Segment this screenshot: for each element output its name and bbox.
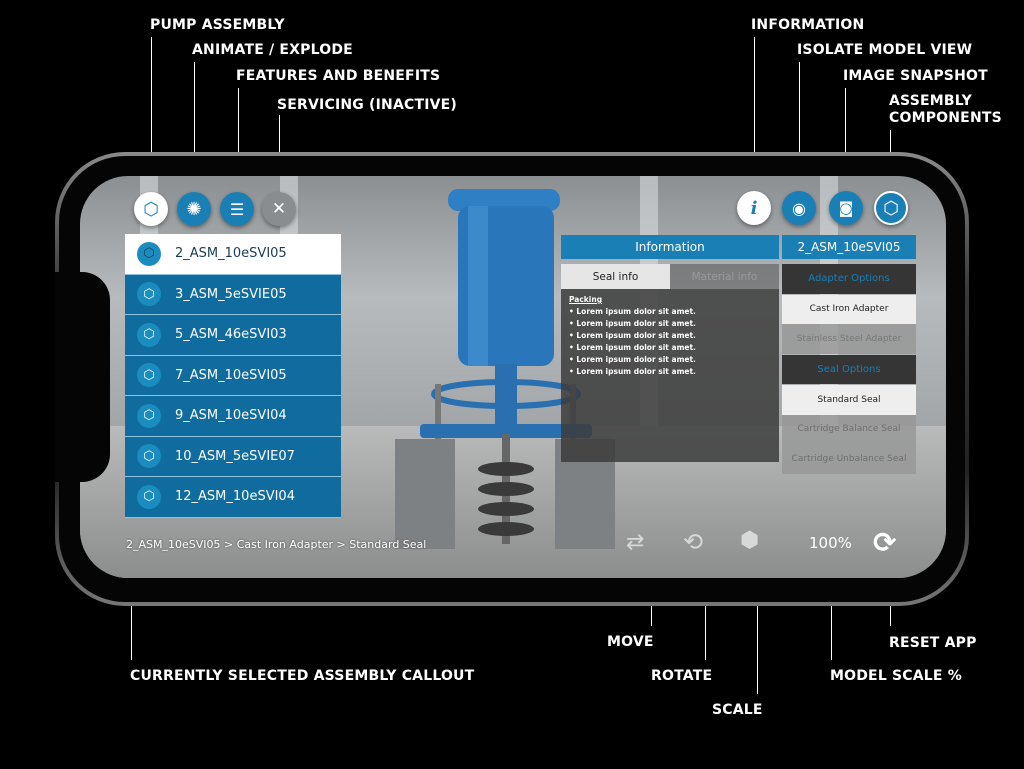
- callout-pump-assembly: PUMP ASSEMBLY: [150, 17, 285, 33]
- assembly-item[interactable]: ⬡3_ASM_5eSVIE05: [125, 274, 341, 315]
- information-button[interactable]: i: [737, 191, 771, 225]
- cube-icon: ⬡: [137, 444, 161, 469]
- assembly-item[interactable]: ⬡10_ASM_5eSVIE07: [125, 436, 341, 477]
- option-stainless-steel-adapter[interactable]: Stainless Steel Adapter: [782, 324, 916, 354]
- information-title: Information: [561, 235, 779, 259]
- assembly-item[interactable]: ⬡7_ASM_10eSVI05: [125, 355, 341, 396]
- info-heading: Packing: [569, 295, 603, 304]
- callout-line: [238, 88, 239, 192]
- callout-scale: SCALE: [712, 702, 763, 718]
- assembly-item[interactable]: ⬡12_ASM_10eSVI04: [125, 477, 341, 518]
- model-scale-readout: 100%: [809, 534, 852, 552]
- callout-line: [705, 564, 706, 660]
- adapter-options-header: Adapter Options: [782, 264, 916, 294]
- info-item: Lorem ipsum dolor sit amet.: [569, 307, 771, 316]
- callout-assembly: ASSEMBLY: [889, 93, 973, 109]
- callout-line: [131, 560, 132, 660]
- callout-servicing: SERVICING (INACTIVE): [277, 97, 458, 113]
- phone-notch: [55, 272, 110, 482]
- option-cartridge-balance-seal[interactable]: Cartridge Balance Seal: [782, 414, 916, 444]
- callout-snapshot: IMAGE SNAPSHOT: [843, 68, 988, 84]
- info-icon: i: [750, 197, 758, 219]
- info-item: Lorem ipsum dolor sit amet.: [569, 319, 771, 328]
- callout-information: INFORMATION: [751, 17, 865, 33]
- cube-icon: ⬡: [137, 241, 161, 266]
- callout-line: [754, 37, 755, 191]
- callout-line: [151, 37, 152, 192]
- seal-options-header: Seal Options: [782, 354, 916, 384]
- assembly-components-button[interactable]: ⬡: [874, 191, 908, 225]
- tools-icon: ✕: [271, 199, 287, 219]
- callout-features-benefits: FEATURES AND BENEFITS: [236, 68, 441, 84]
- components-icon: ⬡: [883, 197, 899, 219]
- animate-explode-button[interactable]: ✺: [177, 192, 211, 226]
- option-standard-seal[interactable]: Standard Seal: [782, 385, 916, 415]
- assembly-item[interactable]: ⬡9_ASM_10eSVI04: [125, 396, 341, 437]
- pump-assembly-button[interactable]: ⬡: [134, 192, 168, 226]
- assembly-item[interactable]: ⬡2_ASM_10eSVI05: [125, 234, 341, 275]
- callout-rotate: ROTATE: [651, 668, 713, 684]
- cube-icon: ⬡: [137, 403, 161, 428]
- information-panel: Information Seal info Material info Pack…: [561, 235, 779, 462]
- callout-line: [194, 62, 195, 192]
- servicing-button[interactable]: ✕: [262, 192, 296, 226]
- rotate-icon[interactable]: ⟲: [683, 528, 704, 556]
- callout-reset: RESET APP: [889, 635, 977, 651]
- isolate-model-button[interactable]: ◉: [782, 191, 816, 225]
- explode-icon: ✺: [186, 198, 202, 220]
- info-item: Lorem ipsum dolor sit amet.: [569, 367, 771, 376]
- eye-icon: ◉: [792, 198, 806, 218]
- callout-line: [799, 62, 800, 192]
- options-title: 2_ASM_10eSVI05: [782, 235, 916, 259]
- selected-assembly-breadcrumb: 2_ASM_10eSVI05 > Cast Iron Adapter > Sta…: [126, 538, 427, 551]
- callout-line: [757, 564, 758, 694]
- option-cast-iron-adapter[interactable]: Cast Iron Adapter: [782, 294, 916, 324]
- info-item: Lorem ipsum dolor sit amet.: [569, 355, 771, 364]
- tab-material-info[interactable]: Material info: [670, 264, 779, 289]
- info-item: Lorem ipsum dolor sit amet.: [569, 331, 771, 340]
- cube-icon: ⬡: [137, 322, 161, 347]
- callout-selected-assembly: CURRENTLY SELECTED ASSEMBLY CALLOUT: [130, 668, 475, 684]
- callout-line: [845, 88, 846, 192]
- image-snapshot-button[interactable]: ◙: [829, 191, 863, 225]
- callout-animate-explode: ANIMATE / EXPLODE: [192, 42, 353, 58]
- option-cartridge-unbalance-seal[interactable]: Cartridge Unbalance Seal: [782, 444, 916, 474]
- info-item: Lorem ipsum dolor sit amet.: [569, 343, 771, 352]
- document-icon: ☰: [229, 199, 245, 219]
- cube-icon: ⬡: [143, 198, 159, 220]
- camera-icon: ◙: [838, 199, 854, 217]
- callout-isolate: ISOLATE MODEL VIEW: [797, 42, 973, 58]
- assembly-list: ⬡2_ASM_10eSVI05 ⬡3_ASM_5eSVIE05 ⬡5_ASM_4…: [125, 234, 341, 518]
- assembly-item[interactable]: ⬡5_ASM_46eSVI03: [125, 315, 341, 356]
- callout-model-scale: MODEL SCALE %: [830, 668, 962, 684]
- callout-components: COMPONENTS: [889, 110, 1002, 126]
- cube-icon: ⬡: [137, 484, 161, 509]
- information-content: Packing Lorem ipsum dolor sit amet. Lore…: [561, 289, 779, 462]
- features-benefits-button[interactable]: ☰: [220, 192, 254, 226]
- move-icon[interactable]: ⇄: [626, 530, 645, 555]
- callout-move: MOVE: [607, 634, 654, 650]
- cube-icon: ⬡: [137, 363, 161, 388]
- tab-seal-info[interactable]: Seal info: [561, 264, 670, 289]
- callout-line: [831, 564, 832, 660]
- reset-app-icon[interactable]: ⟳: [873, 526, 897, 559]
- assembly-options-panel: 2_ASM_10eSVI05 Adapter Options Cast Iron…: [782, 235, 916, 474]
- cube-icon: ⬡: [137, 282, 161, 307]
- scale-icon[interactable]: ⬢: [740, 528, 760, 553]
